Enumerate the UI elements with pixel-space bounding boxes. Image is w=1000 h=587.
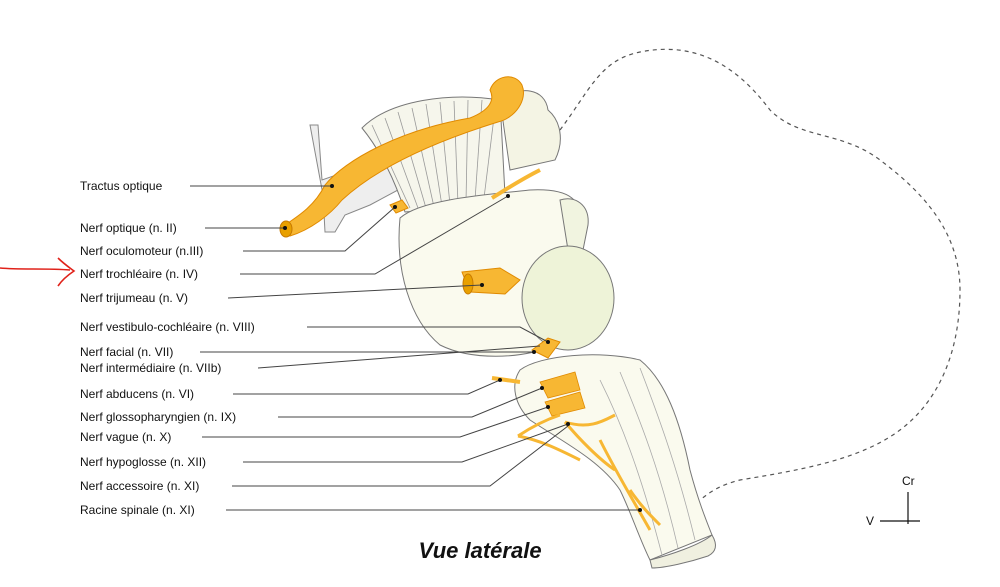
cerebellar-peduncle (521, 245, 615, 351)
label-nerf-abducens: Nerf abducens (n. VI) (80, 387, 195, 401)
label-nerf-trochleaire: Nerf trochléaire (n. IV) (80, 267, 199, 281)
orientation-ventral-label: V (866, 514, 875, 528)
label-racine-spinale: Racine spinale (n. XI) (80, 503, 195, 517)
orientation-compass (880, 492, 920, 524)
label-nerf-vague: Nerf vague (n. X) (80, 430, 172, 444)
leader-dots (283, 184, 642, 512)
red-pointer-arrow (0, 257, 76, 287)
abducens-nerve (491, 376, 521, 384)
hypoglossal-accessory-nerves (517, 413, 662, 531)
label-nerf-facial: Nerf facial (n. VII) (80, 345, 174, 359)
label-nerf-glossopharyngien: Nerf glossopharyngien (n. IX) (80, 410, 237, 424)
label-tractus-optique: Tractus optique (80, 179, 163, 193)
label-nerf-intermediaire: Nerf intermédiaire (n. VIIb) (80, 361, 222, 375)
label-nerf-oculomoteur: Nerf oculomoteur (n.III) (80, 244, 204, 258)
optic-tract (284, 76, 524, 237)
label-nerf-hypoglosse: Nerf hypoglosse (n. XII) (80, 455, 207, 469)
trochlear-nerve (490, 168, 541, 200)
diagram-title: Vue latérale (418, 538, 542, 563)
leader-lines (190, 185, 640, 511)
label-nerf-accessoire: Nerf accessoire (n. XI) (80, 479, 200, 493)
medulla-striations (599, 367, 696, 556)
facial-vestibular-nerves (531, 337, 561, 359)
label-nerf-optique: Nerf optique (n. II) (80, 221, 177, 235)
cerebrum-outline (559, 48, 961, 501)
orientation-cranial-label: Cr (902, 474, 915, 488)
label-nerf-trijumeau: Nerf trijumeau (n. V) (80, 291, 189, 305)
spinal-cord-cut (649, 534, 716, 569)
oculomotor-nerve (389, 199, 409, 214)
label-nerf-vestibulo-cochleaire: Nerf vestibulo-cochléaire (n. VIII) (80, 320, 255, 334)
glossopharyngeal-vagus-rootlets (539, 371, 586, 417)
